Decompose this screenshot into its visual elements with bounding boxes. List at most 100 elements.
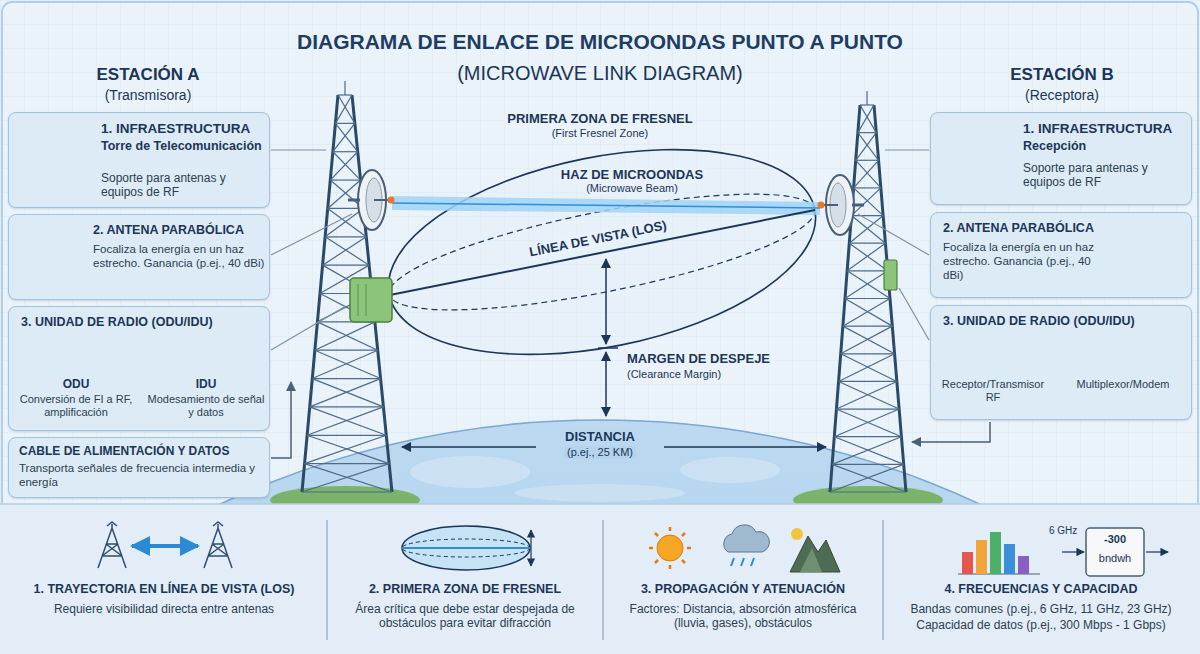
tower <box>307 435 386 436</box>
tower <box>338 94 352 95</box>
microwave-beam <box>392 203 820 208</box>
dimension-arrow <box>598 347 618 349</box>
tower <box>830 491 906 492</box>
tower <box>310 407 387 435</box>
callout-label: (MICROWAVE LINK DIAGRAM) <box>454 61 746 85</box>
heading-text: 4. FRECUENCIAS Y CAPACIDAD <box>888 582 1194 597</box>
dimension-arrow <box>664 446 826 448</box>
tower <box>330 179 360 180</box>
body-text: Área crítica que debe estar despejada de… <box>336 602 594 631</box>
tower <box>866 91 867 105</box>
weather-icon <box>649 525 840 572</box>
tower <box>310 406 384 407</box>
fresnel-zone <box>371 116 834 387</box>
info-cell: 1. TRAYECTORIA EN LÍNEA DE VISTA (LOS)Re… <box>6 510 322 648</box>
weather-icon <box>731 558 754 566</box>
capacity-icon <box>976 540 987 574</box>
body-text: Bandas comunes (p.ej., 6 GHz, 11 GHz, 23… <box>888 602 1194 616</box>
tower <box>858 132 876 133</box>
tower <box>851 188 880 216</box>
body-text: Soporte para antenas y equipos de RF <box>101 171 265 200</box>
info-cell: 2. PRIMERA ZONA DE FRESNELÁrea crítica q… <box>332 510 598 648</box>
bottom-band <box>0 504 1200 654</box>
leader-line <box>271 306 346 350</box>
earth <box>410 456 530 488</box>
radio-unit <box>350 260 897 322</box>
tower <box>317 322 377 350</box>
tower <box>307 407 383 435</box>
fresnel-icon <box>402 526 530 570</box>
leader-line <box>271 214 352 255</box>
tower <box>843 326 892 327</box>
los-icon <box>204 522 232 568</box>
heading-text: Recepción <box>1023 139 1187 154</box>
heading-text: 2. ANTENA PARABÓLICA <box>93 223 267 238</box>
tower <box>330 152 357 180</box>
leader-line <box>899 288 929 340</box>
tower <box>312 350 377 378</box>
weather-icon <box>800 548 822 572</box>
weather-icon <box>724 525 770 552</box>
dimension-arrow <box>605 352 607 416</box>
tower <box>843 299 890 327</box>
tower <box>856 133 877 161</box>
tower <box>847 270 888 271</box>
heading-text: 3. UNIDAD DE RADIO (ODU/IDU) <box>943 314 1183 329</box>
tower <box>310 379 381 407</box>
tower <box>858 105 874 133</box>
tower <box>839 381 897 382</box>
tower <box>832 464 904 465</box>
callout-label: PRIMERA ZONA DE FRESNEL <box>504 111 695 127</box>
tower <box>836 409 901 437</box>
info-cell: 3. PROPAGACIÓN Y ATENUACIÓNFactores: Dis… <box>608 510 878 648</box>
bottom-band <box>882 520 884 640</box>
microwave-beam <box>392 196 820 215</box>
tower <box>335 95 352 123</box>
heading-text: 1. TRAYECTORIA EN LÍNEA DE VISTA (LOS) <box>6 582 322 597</box>
heading-text: 1. INFRAESTRUCTURA <box>1023 121 1187 137</box>
heading-text: 3. UNIDAD DE RADIO (ODU/IDU) <box>21 315 265 330</box>
callout-label: ESTACIÓN B <box>1007 65 1117 85</box>
callout-label: LÍNEA DE VISTA (LOS) <box>525 217 671 261</box>
tower <box>312 378 380 379</box>
tower <box>832 464 906 492</box>
parabolic-antenna <box>348 199 360 202</box>
tower <box>335 123 354 124</box>
divider <box>139 335 1052 420</box>
info-cell: 4. FRECUENCIAS Y CAPACIDAD Bandas comunes… <box>888 510 1194 648</box>
heading-text: IDU <box>145 377 267 391</box>
tower <box>854 188 884 216</box>
earth <box>680 457 780 483</box>
callout-label: (p.ej., 25 KM) <box>564 446 636 459</box>
heading-text: CABLE DE ALIMENTACIÓN Y DATOS <box>19 444 263 458</box>
line-of-sight <box>390 210 815 295</box>
component-box: CABLE DE ALIMENTACIÓN Y DATOS Transporta … <box>8 437 270 498</box>
body-text: Transporta señales de frecuencia interme… <box>19 462 263 490</box>
tower <box>315 350 378 351</box>
tower <box>315 322 375 350</box>
weather-icon <box>649 527 691 569</box>
tower <box>323 265 370 266</box>
body-text: Conversión de FI a RF, amplificación <box>15 393 137 419</box>
component-box: 1. INFRAESTRUCTURARecepciónSoporte para … <box>930 112 1192 205</box>
tower <box>328 180 361 208</box>
tower <box>305 435 387 463</box>
tower <box>302 81 392 492</box>
capacity-icon <box>990 532 1001 574</box>
parabolic-antenna <box>818 175 865 235</box>
tower <box>325 237 369 265</box>
tower <box>839 381 900 409</box>
tower <box>851 215 883 216</box>
line-of-sight <box>390 210 815 295</box>
component-box: 3. UNIDAD DE RADIO (ODU/IDU)Receptor/Tra… <box>930 305 1192 420</box>
heading-text: 2. ANTENA PARABÓLICA <box>943 221 1123 236</box>
capacity-icon <box>1004 544 1015 574</box>
weather-icon <box>790 536 840 572</box>
heading-text: ODU <box>15 377 137 391</box>
bottom-band <box>0 504 1200 654</box>
tower <box>830 91 906 492</box>
radio-unit <box>350 278 392 322</box>
